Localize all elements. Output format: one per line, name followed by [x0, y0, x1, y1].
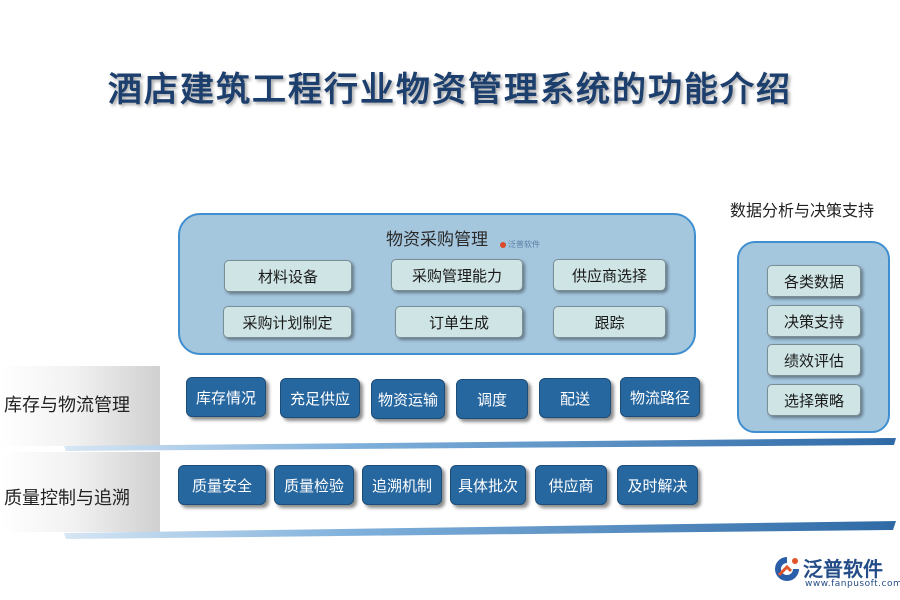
decision-item-support: 决策支持 — [767, 305, 861, 337]
quality-item-safety: 质量安全 — [178, 465, 266, 505]
procurement-item-plan: 采购计划制定 — [223, 306, 352, 338]
quality-item-batch: 具体批次 — [450, 465, 526, 505]
inventory-item-supply: 充足供应 — [280, 378, 360, 418]
quality-item-traceability: 追溯机制 — [362, 465, 442, 505]
watermark-text: 泛普软件 — [508, 240, 540, 249]
fanpu-logo-icon — [775, 557, 799, 581]
watermark: 泛普软件 — [500, 239, 540, 250]
inventory-item-dispatch: 调度 — [456, 379, 528, 419]
procurement-item-materials: 材料设备 — [224, 260, 352, 292]
decision-item-data: 各类数据 — [767, 265, 861, 297]
decision-title: 数据分析与决策支持 — [730, 201, 875, 220]
procurement-item-order: 订单生成 — [395, 306, 523, 338]
brand-logo: 泛普软件 www.fanpusoft.com — [765, 553, 900, 593]
quality-item-resolve: 及时解决 — [617, 465, 698, 505]
inventory-item-route: 物流路径 — [620, 377, 700, 417]
inventory-label: 库存与物流管理 — [4, 395, 130, 416]
procurement-item-capability: 采购管理能力 — [391, 259, 523, 291]
quality-shelf — [64, 521, 896, 539]
decision-item-performance: 绩效评估 — [767, 344, 861, 376]
inventory-item-delivery: 配送 — [539, 378, 611, 418]
inventory-item-transport: 物资运输 — [371, 379, 445, 419]
quality-item-supplier: 供应商 — [535, 465, 607, 505]
watermark-logo-icon — [500, 241, 506, 248]
quality-band — [0, 452, 160, 532]
inventory-shelf — [64, 438, 896, 451]
quality-label: 质量控制与追溯 — [4, 488, 130, 509]
logo-url: www.fanpusoft.com — [805, 579, 900, 589]
page-title: 酒店建筑工程行业物资管理系统的功能介绍 — [108, 70, 792, 110]
quality-item-inspection: 质量检验 — [274, 465, 354, 505]
decision-item-strategy: 选择策略 — [767, 384, 861, 416]
procurement-item-supplier-selection: 供应商选择 — [553, 259, 666, 291]
inventory-band — [0, 366, 160, 446]
logo-name: 泛普软件 — [803, 557, 883, 581]
inventory-item-stock: 库存情况 — [186, 377, 266, 417]
procurement-title: 物资采购管理 — [386, 230, 488, 250]
procurement-item-tracking: 跟踪 — [553, 306, 666, 338]
